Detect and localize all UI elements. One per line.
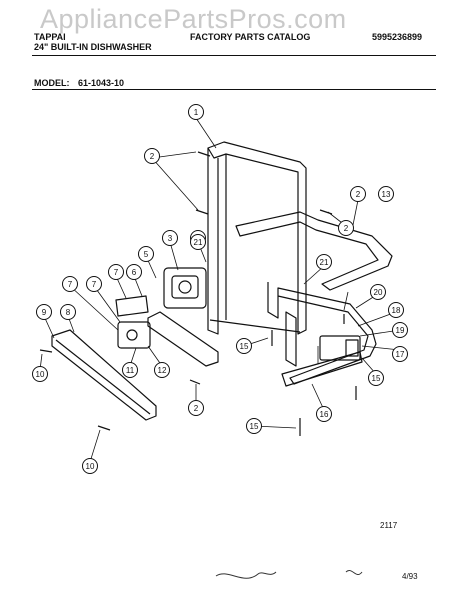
- callout-bubble-12: [154, 362, 170, 378]
- callout-bubble-21: [190, 234, 206, 250]
- callout-bubble-20: [370, 284, 386, 300]
- callout-label-18: 18: [392, 306, 401, 315]
- watermark-text: AppliancePartsPros.com: [40, 4, 347, 34]
- header-rule-top: [32, 55, 436, 56]
- callout-bubble-15: [246, 418, 262, 434]
- valve-part: [117, 321, 151, 349]
- callout-label-13: 13: [382, 190, 391, 199]
- callout-bubble-15: [236, 338, 252, 354]
- drawing-number: 2117: [380, 521, 398, 530]
- callout-label-20: 20: [374, 288, 383, 297]
- callout-label-10: 10: [36, 370, 45, 379]
- callout-label-6: 6: [132, 268, 137, 277]
- callout-label-11: 11: [126, 366, 135, 375]
- callout-label-1: 1: [194, 108, 199, 117]
- callout-bubble-8: [60, 304, 76, 320]
- base-bracket-part: [267, 282, 377, 387]
- callout-label-21: 21: [320, 258, 329, 267]
- callout-bubble-2: [338, 220, 354, 236]
- callout-label-8: 8: [66, 308, 71, 317]
- callout-label-5: 5: [144, 250, 149, 259]
- callout-bubble-7: [62, 276, 78, 292]
- callout-label-9: 9: [42, 308, 47, 317]
- model-label: MODEL:: [34, 78, 70, 88]
- callout-label-15: 15: [250, 422, 259, 431]
- callout-label-2: 2: [344, 224, 349, 233]
- model-number: 61-1043-10: [78, 78, 125, 88]
- callout-bubble-3: [162, 230, 178, 246]
- callout-bubble-11: [122, 362, 138, 378]
- callout-label-12: 12: [158, 366, 167, 375]
- callout-bubble-1: [188, 104, 204, 120]
- callout-bubble-2: [350, 186, 366, 202]
- terminal-block-part: [319, 335, 361, 361]
- brand-name: TAPPAI: [34, 32, 66, 42]
- callout-label-10: 10: [86, 462, 95, 471]
- center-rail-part: [147, 311, 219, 367]
- callout-bubble-7: [108, 264, 124, 280]
- screw-parts: [39, 151, 357, 436]
- callout-bubble-16: [316, 406, 332, 422]
- callout-label-7: 7: [92, 280, 97, 289]
- callout-label-2: 2: [356, 190, 361, 199]
- callout-bubble-15: [368, 370, 384, 386]
- callout-label-21: 21: [194, 238, 203, 247]
- callout-bubble-21: [316, 254, 332, 270]
- footer-marks: [215, 570, 363, 579]
- callout-label-7: 7: [114, 268, 119, 277]
- callout-bubble-17: [392, 346, 408, 362]
- callout-bubble-9: [36, 304, 52, 320]
- leader-lines: [39, 117, 401, 463]
- catalog-title: FACTORY PARTS CATALOG: [190, 32, 311, 42]
- callout-label-15: 15: [240, 342, 249, 351]
- callout-label-16: 16: [320, 410, 329, 419]
- callout-label-3: 3: [168, 234, 173, 243]
- callout-label-19: 19: [396, 326, 405, 335]
- callout-bubble-10: [32, 366, 48, 382]
- callout-bubble-7: [86, 276, 102, 292]
- callout-bubble-19: [392, 322, 408, 338]
- callout-bubble-13: [378, 186, 394, 202]
- callout-bubble-2: [144, 148, 160, 164]
- callout-label-15: 15: [372, 374, 381, 383]
- frame-part: [207, 141, 307, 335]
- catalog-number: 5995236899: [372, 32, 423, 42]
- header-rule-bottom: [32, 89, 436, 90]
- callout-label-7: 7: [68, 280, 73, 289]
- rail-part: [235, 211, 393, 291]
- pump-assembly-part: [163, 267, 207, 309]
- callout-bubble-5: [138, 246, 154, 262]
- callout-bubble-10: [82, 458, 98, 474]
- support-rail-part: [51, 329, 157, 421]
- callout-bubble-6: [126, 264, 142, 280]
- product-name: 24" BUILT-IN DISHWASHER: [34, 42, 152, 52]
- bracket-part: [115, 295, 149, 317]
- callout-label-2: 2: [150, 152, 155, 161]
- callout-bubble-18: [388, 302, 404, 318]
- callout-label-17: 17: [396, 350, 405, 359]
- callout-label-2: 2: [194, 404, 199, 413]
- revision-date: 4/93: [402, 572, 418, 581]
- callout-bubble-2: [188, 400, 204, 416]
